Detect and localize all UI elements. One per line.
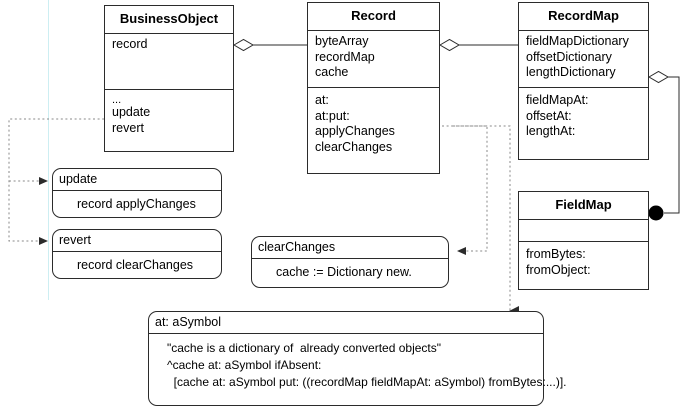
- note-clearchanges-header: clearChanges: [258, 240, 336, 254]
- attribute-row: recordMap: [315, 49, 375, 64]
- operation-row: offsetAt:: [526, 108, 572, 123]
- attribute-row: lengthDictionary: [526, 65, 616, 79]
- aggregation-diamond-recordmap: [648, 70, 669, 84]
- class-recordmap-title: RecordMap: [548, 8, 619, 23]
- note-at-asymbol[interactable]: at: aSymbol "cache is a dictionary of al…: [148, 311, 567, 406]
- operation-row: lengthAt:: [526, 124, 576, 138]
- note-divider: [252, 258, 448, 259]
- note-divider: [53, 190, 221, 191]
- class-record[interactable]: Record byteArray recordMap cache at: at:…: [307, 2, 440, 174]
- filled-connector-circle: [648, 205, 664, 221]
- note-update-body: record applyChanges: [77, 197, 196, 211]
- note-divider: [53, 251, 221, 252]
- vertical-guide-line: [48, 0, 49, 300]
- class-fieldmap[interactable]: FieldMap fromBytes: fromObject:: [518, 191, 649, 290]
- class-recordmap-operations: fieldMapAt: offsetAt: lengthAt:: [519, 87, 648, 163]
- attribute-row: cache: [315, 65, 349, 79]
- operation-row: at:put:: [315, 108, 350, 123]
- class-fieldmap-operations: fromBytes: fromObject:: [519, 241, 648, 290]
- class-businessobject[interactable]: BusinessObject record ... update revert: [104, 5, 234, 152]
- class-businessobject-title: BusinessObject: [119, 11, 219, 26]
- class-record-title: Record: [351, 8, 396, 23]
- note-revert-body: record clearChanges: [77, 258, 194, 272]
- class-recordmap-attributes: fieldMapDictionary offsetDictionary leng…: [519, 30, 648, 87]
- attribute-row: fieldMapDictionary: [526, 34, 629, 48]
- operation-row: update: [112, 105, 151, 119]
- class-recordmap[interactable]: RecordMap fieldMapDictionary offsetDicti…: [518, 2, 649, 160]
- note-update-header: update: [59, 172, 98, 186]
- note-update[interactable]: update record applyChanges: [52, 168, 222, 218]
- note-revert-header: revert: [59, 233, 91, 247]
- note-at-asymbol-body: "cache is a dictionary of already conver…: [167, 341, 567, 389]
- attribute-row: offsetDictionary: [526, 49, 612, 64]
- operation-row: clearChanges: [315, 139, 393, 154]
- operation-row: ...: [112, 94, 122, 106]
- class-record-attributes: byteArray recordMap cache: [308, 30, 439, 87]
- operation-row: applyChanges: [315, 124, 395, 138]
- note-divider: [149, 333, 543, 334]
- class-businessobject-attributes: record: [105, 33, 233, 89]
- operation-row: fieldMapAt:: [526, 93, 589, 107]
- class-fieldmap-attributes: [519, 219, 648, 241]
- operation-row: at:: [315, 93, 329, 107]
- aggregation-diamond-record: [439, 38, 460, 52]
- class-businessobject-operations: ... update revert: [105, 89, 233, 153]
- operation-row: fromObject:: [526, 262, 591, 277]
- attribute-row: record: [112, 37, 148, 51]
- aggregation-diamond-businessobject: [233, 38, 254, 52]
- note-at-asymbol-header: at: aSymbol: [155, 315, 222, 329]
- class-record-operations: at: at:put: applyChanges clearChanges: [308, 87, 439, 177]
- note-clearchanges-body: cache := Dictionary new.: [276, 265, 412, 279]
- operation-row: revert: [112, 120, 144, 135]
- note-clearchanges[interactable]: clearChanges cache := Dictionary new.: [251, 236, 449, 288]
- note-revert[interactable]: revert record clearChanges: [52, 229, 222, 279]
- operation-row: fromBytes:: [526, 247, 586, 261]
- class-fieldmap-title: FieldMap: [555, 197, 612, 212]
- attribute-row: byteArray: [315, 34, 369, 48]
